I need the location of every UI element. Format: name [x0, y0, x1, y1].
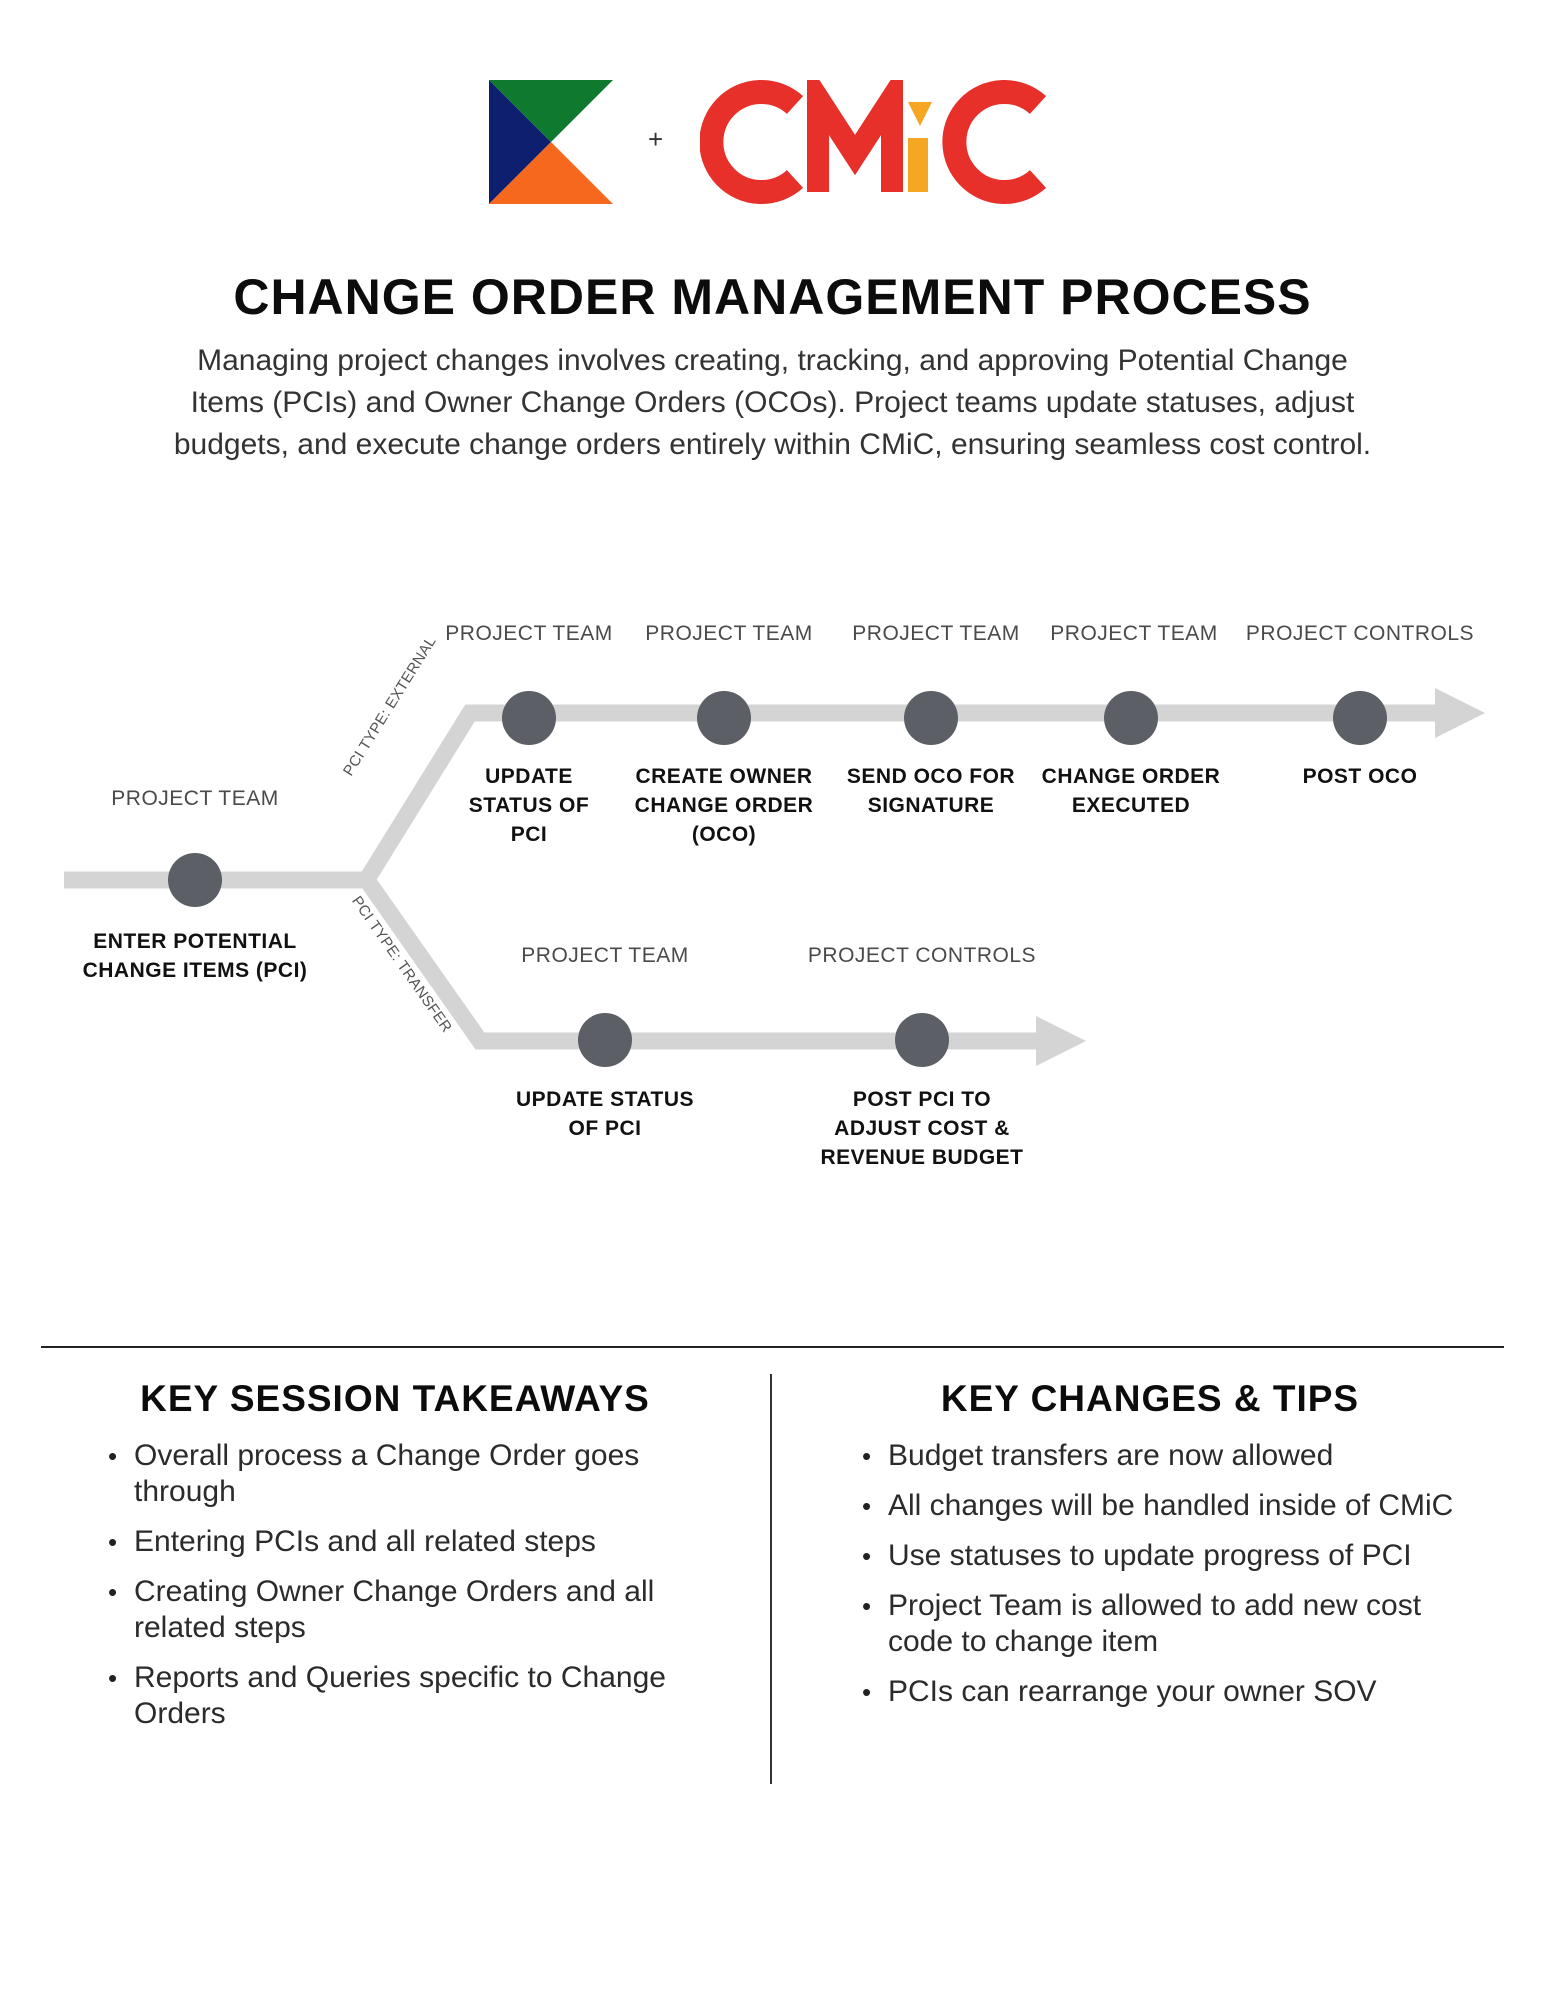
role-external-2: PROJECT TEAM	[645, 622, 813, 645]
step-send-oco: SEND OCO FOR SIGNATURE	[846, 765, 1016, 817]
section-divider	[41, 1346, 1504, 1348]
intro-paragraph: Managing project changes involves creati…	[173, 344, 1372, 461]
transfer-track	[357, 871, 1040, 1050]
node-enter-pci	[168, 853, 222, 907]
list-item: Creating Owner Change Orders and all rel…	[108, 1574, 718, 1646]
role-external-5: PROJECT CONTROLS	[1245, 622, 1475, 645]
takeaways-list: Overall process a Change Order goes thro…	[108, 1438, 718, 1746]
step-update-status-pci: UPDATE STATUS OF PCI	[468, 765, 590, 846]
node-transfer-2	[895, 1013, 949, 1067]
step-post-pci: POST PCI TO ADJUST COST & REVENUE BUDGET	[820, 1088, 1024, 1169]
transfer-arrow	[1036, 1016, 1086, 1066]
role-external-1: PROJECT TEAM	[445, 622, 613, 645]
role-transfer-2: PROJECT CONTROLS	[807, 944, 1037, 967]
list-item: Budget transfers are now allowed	[862, 1438, 1462, 1474]
k-logo-orange	[489, 142, 613, 204]
role-transfer-1: PROJECT TEAM	[521, 944, 689, 967]
list-item: Entering PCIs and all related steps	[108, 1524, 718, 1560]
role-external-4: PROJECT TEAM	[1050, 622, 1218, 645]
step-create-oco: CREATE OWNER CHANGE ORDER (OCO)	[634, 765, 814, 846]
flow-diagram	[64, 688, 1485, 1067]
list-item: Overall process a Change Order goes thro…	[108, 1438, 718, 1510]
node-external-5	[1333, 691, 1387, 745]
k-logo-navy	[489, 80, 551, 204]
node-external-3	[904, 691, 958, 745]
role-start: PROJECT TEAM	[111, 787, 279, 810]
tips-list: Budget transfers are now allowed All cha…	[862, 1438, 1462, 1724]
node-transfer-1	[578, 1013, 632, 1067]
step-post-oco: POST OCO	[1302, 765, 1418, 788]
k-logo-green	[489, 80, 613, 142]
step-change-order-executed: CHANGE ORDER EXECUTED	[1041, 765, 1221, 817]
role-external-3: PROJECT TEAM	[852, 622, 1020, 645]
step-transfer-update-status: UPDATE STATUS OF PCI	[516, 1088, 694, 1140]
node-external-4	[1104, 691, 1158, 745]
list-item: Use statuses to update progress of PCI	[862, 1538, 1462, 1574]
node-external-2	[697, 691, 751, 745]
list-item: Project Team is allowed to add new cost …	[862, 1588, 1462, 1660]
logo-plus: +	[648, 124, 664, 154]
takeaways-title: KEY SESSION TAKEAWAYS	[140, 1378, 650, 1419]
node-external-1	[502, 691, 556, 745]
list-item: All changes will be handled inside of CM…	[862, 1488, 1462, 1524]
k-logo	[489, 80, 613, 204]
list-item: PCIs can rearrange your owner SOV	[862, 1674, 1462, 1710]
step-enter-pci: ENTER POTENTIAL CHANGE ITEMS (PCI)	[82, 930, 308, 982]
list-item: Reports and Queries specific to Change O…	[108, 1660, 718, 1732]
page-title: CHANGE ORDER MANAGEMENT PROCESS	[233, 269, 1312, 325]
external-arrow	[1435, 688, 1485, 738]
cmic-logo	[700, 80, 1047, 204]
tips-title: KEY CHANGES & TIPS	[940, 1378, 1360, 1419]
column-divider	[770, 1374, 772, 1784]
